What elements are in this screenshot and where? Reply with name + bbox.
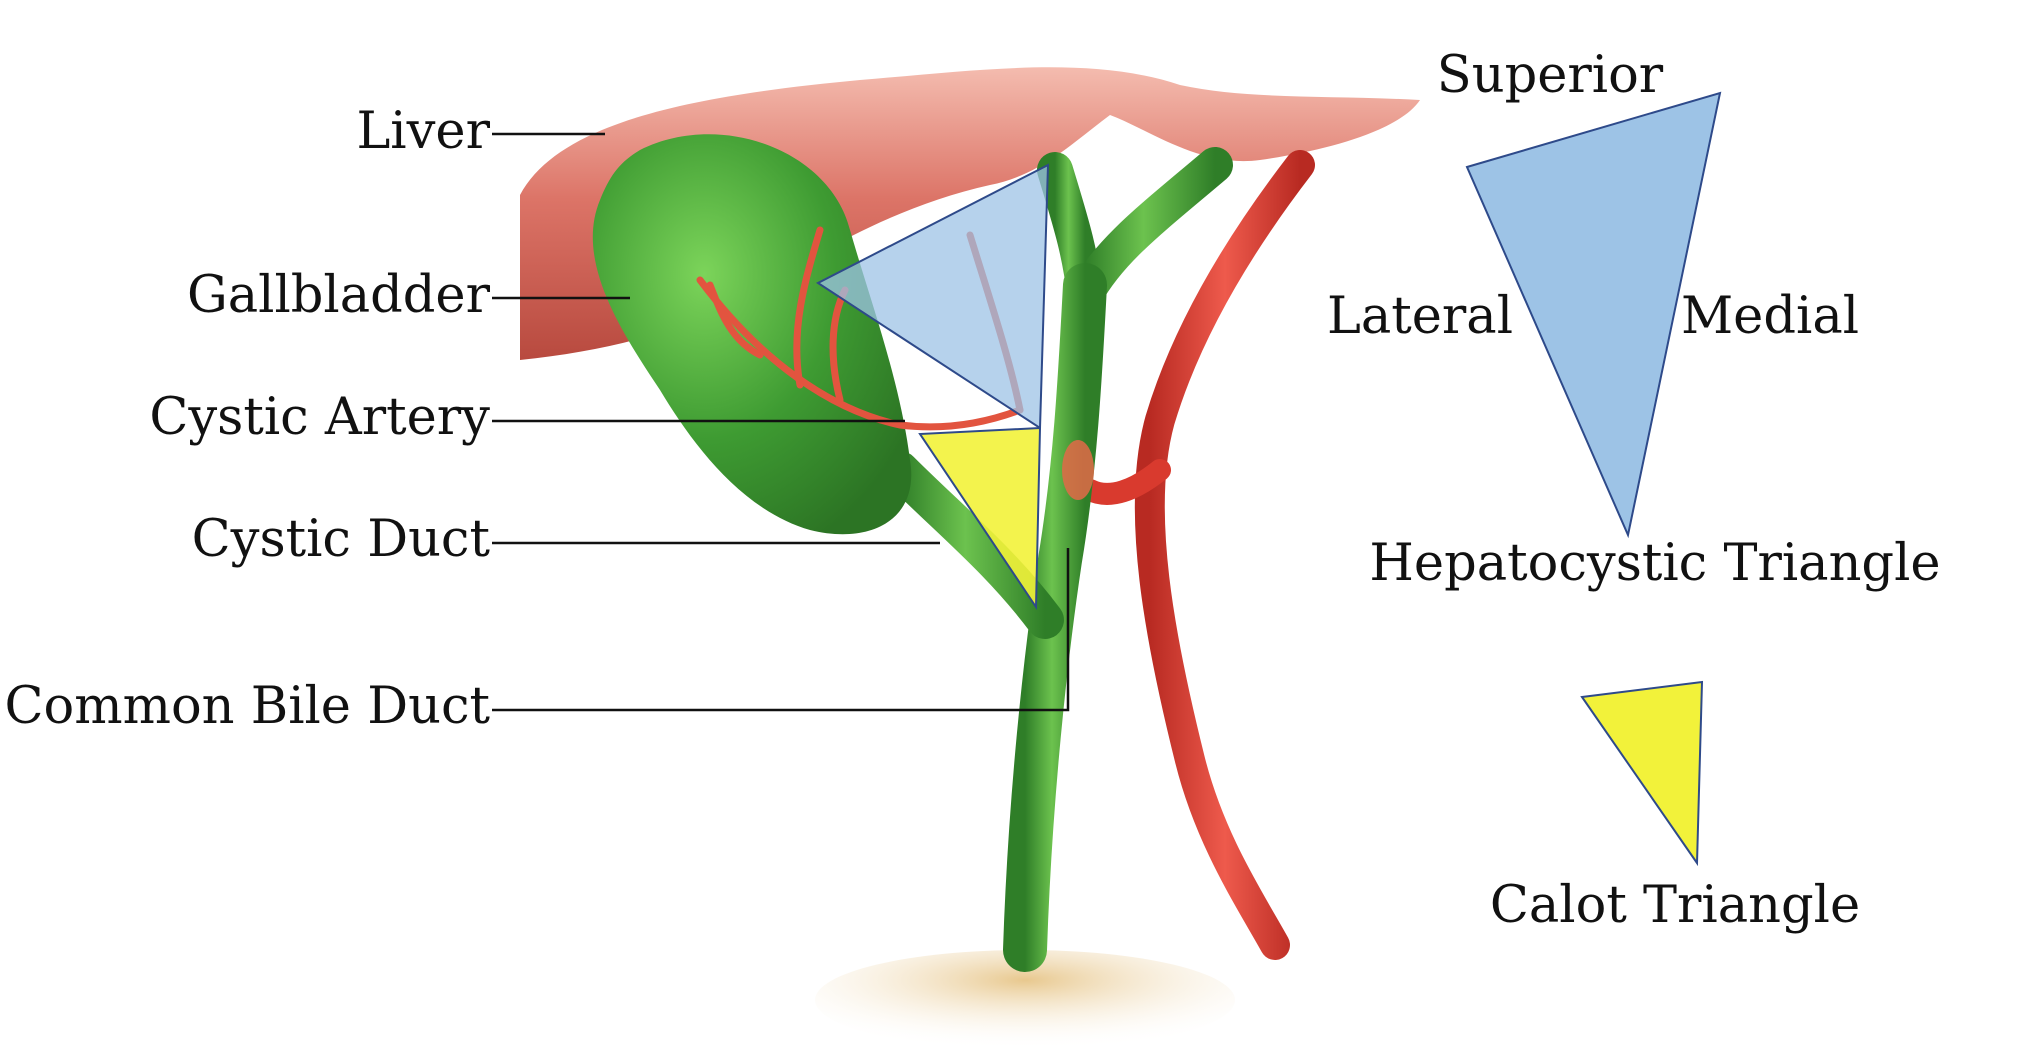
- duct-junction-mark: [1062, 440, 1094, 500]
- calot-triangle-overlay: [918, 426, 1042, 611]
- label-common-bile-duct: Common Bile Duct: [5, 677, 491, 736]
- legend-lateral: Lateral: [1327, 287, 1513, 346]
- common-bile-duct-leader: [492, 548, 1070, 712]
- duodenum-shape: [815, 950, 1235, 1045]
- hepatic-artery-shape: [1134, 150, 1315, 960]
- label-gallbladder: Gallbladder: [187, 266, 491, 325]
- legend-medial: Medial: [1681, 287, 1859, 346]
- anatomy-illustration: [520, 67, 1420, 1045]
- hepatocystic-triangle-overlay: [816, 163, 1050, 430]
- label-liver: Liver: [356, 102, 490, 161]
- legend-calot-label: Calot Triangle: [1490, 876, 1860, 935]
- common-bile-duct-shape: [1003, 263, 1107, 972]
- gallbladder-shape: [592, 134, 912, 535]
- label-cystic-artery: Cystic Artery: [149, 388, 490, 447]
- legend-calot-triangle: [1580, 680, 1704, 867]
- artery-branch-shape: [1079, 459, 1171, 505]
- legend-hepatocystic-triangle: [1465, 91, 1722, 539]
- label-cystic-duct: Cystic Duct: [192, 510, 491, 569]
- cystic-duct-shape: [881, 451, 1064, 639]
- legend-hepatocystic-label: Hepatocystic Triangle: [1369, 534, 1940, 593]
- leader-lines: [492, 132, 1070, 712]
- legend: Superior Lateral Medial Hepatocystic Tri…: [1327, 46, 1941, 935]
- structure-labels: Liver Gallbladder Cystic Artery Cystic D…: [5, 102, 491, 736]
- legend-superior: Superior: [1437, 46, 1664, 105]
